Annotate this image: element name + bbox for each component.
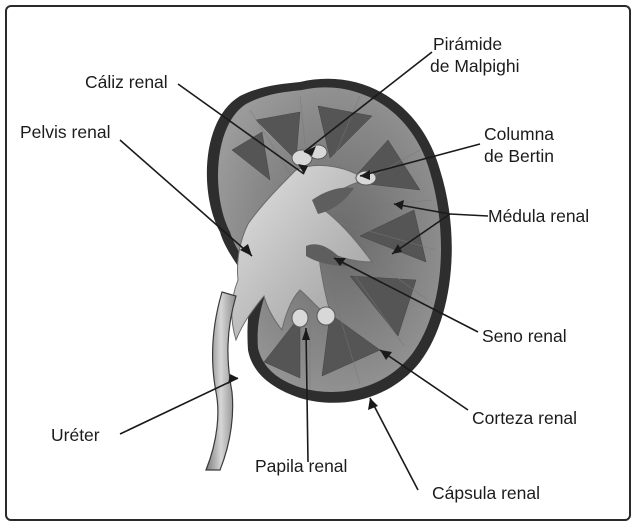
- label-pelvis: Pelvis renal: [20, 122, 110, 143]
- label-columna-line2: de Bertin: [484, 146, 554, 167]
- label-piramide-line1: Pirámide: [433, 34, 502, 55]
- label-ureter: Uréter: [51, 425, 100, 446]
- label-medula: Médula renal: [488, 206, 589, 227]
- label-piramide-line2: de Malpighi: [430, 56, 520, 77]
- label-papila: Papila renal: [255, 456, 347, 477]
- label-caliz: Cáliz renal: [85, 72, 168, 93]
- label-seno: Seno renal: [482, 326, 567, 347]
- label-corteza: Corteza renal: [472, 408, 577, 429]
- label-capsula: Cápsula renal: [432, 483, 540, 504]
- label-columna-line1: Columna: [484, 124, 554, 145]
